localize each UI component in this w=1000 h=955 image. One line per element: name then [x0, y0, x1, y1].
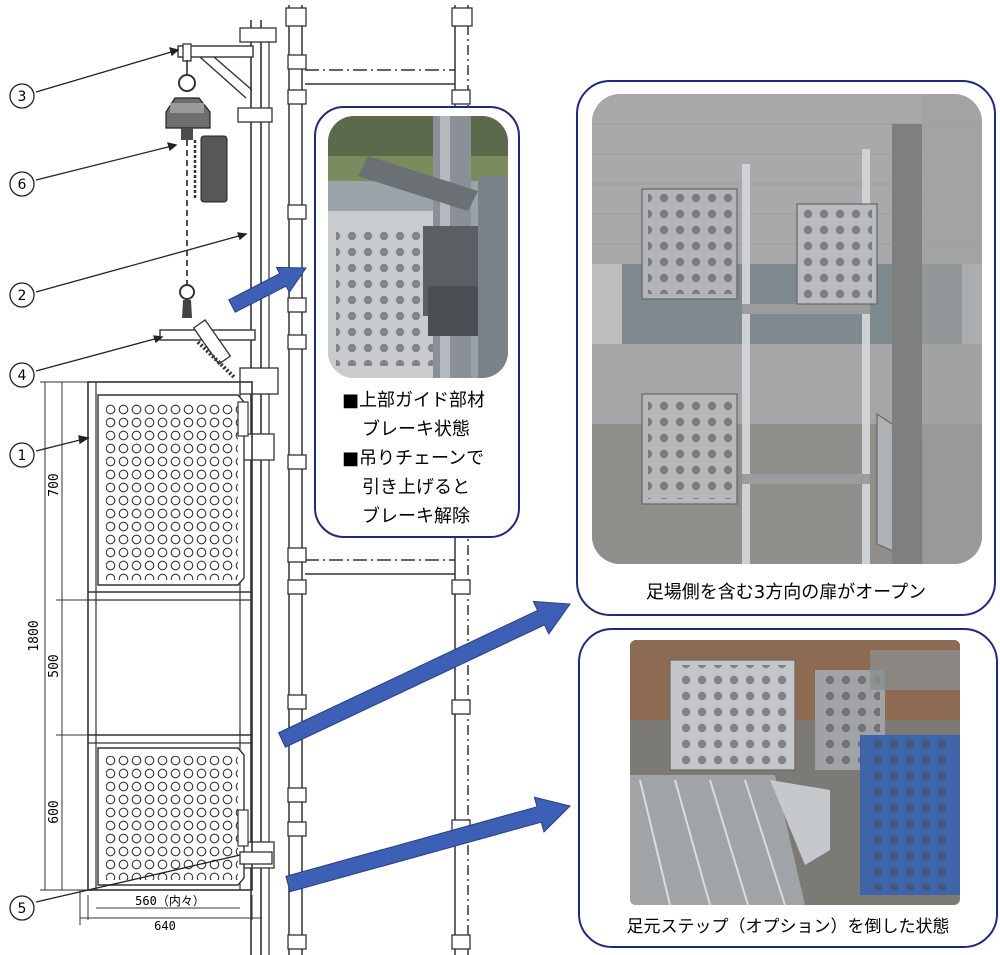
- callout-2: 2: [9, 282, 35, 308]
- guide-brake-panel: ■上部ガイド部材 ブレーキ状態 ■吊りチェーンで 引き上げると ブレーキ解除: [314, 106, 520, 538]
- guide-note: ■上部ガイド部材 ブレーキ状態 ■吊りチェーンで 引き上げると ブレーキ解除: [342, 386, 512, 536]
- leader-lines: [35, 47, 248, 903]
- guide-member: [159, 284, 256, 380]
- dim-height-bottom: 600: [47, 800, 62, 823]
- callout-5: 5: [9, 895, 35, 921]
- svg-text:6: 6: [18, 177, 27, 193]
- dim-height-mid: 500: [47, 654, 62, 677]
- doors-open-caption: 足場側を含む3方向の扉がオープン: [645, 582, 927, 603]
- perforated-panel-lower: [97, 747, 245, 886]
- svg-text:4: 4: [18, 368, 27, 384]
- top-beam: [177, 43, 254, 99]
- scaffold-tube-left: [285, 5, 307, 955]
- callout-1: 1: [9, 442, 35, 468]
- dim-width-inner: 560（内々）: [135, 894, 205, 908]
- doors-open-photo: [592, 94, 982, 564]
- dimension-lines: [40, 381, 262, 925]
- chain-hoist: [165, 60, 228, 203]
- callout-3: 3: [9, 83, 35, 109]
- guide-note-line-5: ブレーキ解除: [362, 506, 470, 527]
- doors-open-panel: 足場側を含む3方向の扉がオープン: [576, 80, 996, 616]
- ledger-top: [305, 69, 455, 85]
- guide-note-line-2: ブレーキ状態: [362, 419, 470, 440]
- svg-text:2: 2: [18, 288, 27, 304]
- callout-4: 4: [9, 362, 35, 388]
- foot-step-panel: 足元ステップ（オプション）を倒した状態: [578, 628, 998, 948]
- svg-text:1: 1: [18, 448, 27, 464]
- callout-6: 6: [9, 171, 35, 197]
- guide-note-line-4: 引き上げると: [362, 477, 470, 498]
- ledger-middle: [305, 559, 455, 575]
- dim-height-top: 700: [47, 473, 62, 496]
- dim-height-total: 1800: [27, 620, 42, 651]
- guide-note-line-1: ■上部ガイド部材: [342, 390, 486, 411]
- guide-note-line-3: ■吊りチェーンで: [342, 448, 485, 469]
- bottom-clamp: [239, 851, 273, 865]
- door-hinges: [237, 401, 249, 847]
- guide-member-photo: [328, 116, 508, 378]
- dim-width-outer: 640: [154, 919, 176, 933]
- svg-text:3: 3: [18, 89, 27, 105]
- foot-step-caption: 足元ステップ（オプション）を倒した状態: [626, 917, 950, 937]
- svg-text:5: 5: [18, 901, 27, 917]
- perforated-panel-upper: [97, 394, 245, 586]
- foot-step-photo: [630, 640, 960, 905]
